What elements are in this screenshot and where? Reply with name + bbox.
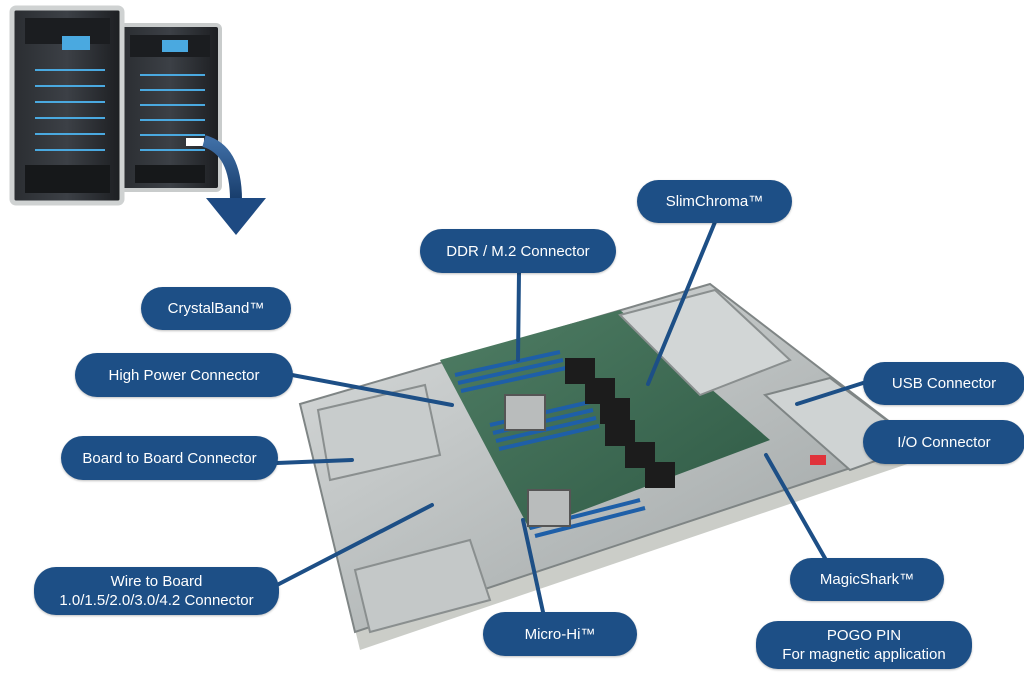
leader-ddr-m2 [516, 270, 521, 362]
leader-lines [275, 220, 865, 614]
leader-slimchroma [646, 220, 717, 386]
label-high-power-connector: High Power Connector [75, 353, 293, 397]
label-ddr-m2-connector-text: DDR / M.2 Connector [446, 242, 590, 260]
label-magicshark: MagicShark™ [790, 558, 944, 601]
label-usb-connector-text: USB Connector [891, 375, 997, 392]
label-wire-to-board-line2: 1.0/1.5/2.0/3.0/4.2 Connector [59, 592, 254, 609]
label-micro-hi: Micro-Hi™ [483, 612, 637, 656]
label-slimchroma-text: SlimChroma™ [665, 193, 764, 210]
label-board-to-board-connector: Board to Board Connector [61, 436, 278, 480]
server-rack-illustration [9, 5, 222, 206]
label-crystalband: CrystalBand™ [141, 287, 291, 330]
leader-micro-hi [521, 518, 545, 614]
label-board-to-board-connector-text: Board to Board Connector [82, 449, 257, 467]
label-io-connector-text: I/O Connector [897, 433, 991, 451]
leader-wire-to-board [275, 503, 434, 587]
label-pogo-pin-line1: POGO PIN [826, 627, 902, 644]
leader-high-power [290, 373, 454, 407]
leader-board-to-board [275, 458, 354, 465]
down-arrow-icon [201, 135, 266, 235]
label-wire-to-board-line1: Wire to Board [110, 573, 203, 590]
label-slimchroma: SlimChroma™ [637, 180, 792, 223]
label-crystalband-text: CrystalBand™ [167, 300, 265, 317]
label-wire-to-board-connector: Wire to Board 1.0/1.5/2.0/3.0/4.2 Connec… [34, 567, 279, 615]
label-io-connector: I/O Connector [863, 420, 1024, 464]
label-usb-connector: USB Connector [863, 362, 1024, 405]
label-magicshark-text: MagicShark™ [819, 571, 915, 588]
label-pogo-pin-line2: For magnetic application [782, 646, 946, 663]
label-high-power-connector-text: High Power Connector [108, 366, 260, 384]
label-pogo-pin: POGO PIN For magnetic application [756, 621, 972, 669]
leader-usb [795, 381, 865, 406]
label-ddr-m2-connector: DDR / M.2 Connector [420, 229, 616, 273]
leader-magicshark [764, 453, 828, 562]
server-motherboard-photo [298, 282, 925, 650]
label-micro-hi-text: Micro-Hi™ [524, 625, 596, 643]
